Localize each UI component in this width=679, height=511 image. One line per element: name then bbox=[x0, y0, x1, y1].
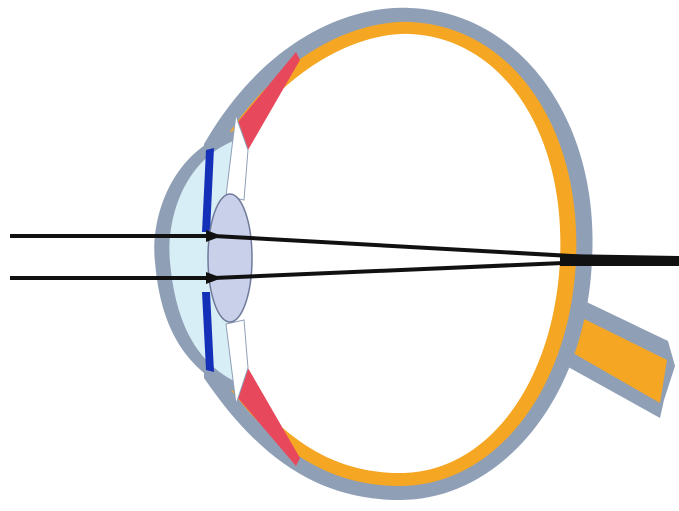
focal-point-wedge bbox=[560, 254, 679, 266]
lens bbox=[208, 194, 252, 322]
